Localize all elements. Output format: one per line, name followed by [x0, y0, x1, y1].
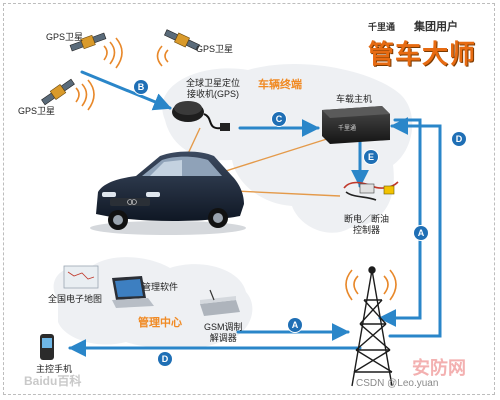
- marker-c: C: [272, 112, 286, 126]
- anfang-watermark: 安防网: [412, 358, 466, 378]
- link-a-host-to-tower: [378, 118, 422, 327]
- management-laptop: [63, 265, 154, 308]
- host-device-tag: 千里通: [338, 126, 357, 132]
- gps-satellite-3: [41, 78, 75, 106]
- vehicle-terminal-region: [162, 63, 413, 233]
- marker-d-right: D: [452, 132, 466, 146]
- gps-satellite-1: [69, 32, 107, 52]
- management-software-label: 管理软件: [142, 282, 179, 292]
- baidu-watermark: Baidu百科: [24, 374, 82, 388]
- cell-tower: [351, 266, 393, 387]
- vehicle-terminal-title: 车辆终端: [258, 79, 302, 91]
- link-b-satellite-to-receiver: [80, 70, 172, 111]
- link-d-tower-to-host: [388, 117, 442, 338]
- gps-satellite-label-1: GPS卫星: [46, 32, 84, 42]
- gsm-modem-label: GSM调制 解调器: [204, 322, 243, 343]
- marker-a-bottom: A: [288, 318, 302, 332]
- marker-e: E: [364, 150, 378, 164]
- gps-receiver-device: [172, 101, 230, 131]
- gps-receiver-label: 全球卫星定位 接收机(GPS): [186, 78, 241, 99]
- gps-satellite-label-2: GPS卫星: [196, 44, 234, 54]
- brand-title: 管车大师: [368, 40, 477, 70]
- vehicle-car: [90, 151, 246, 235]
- cut-power-oil-label: 断电／断油 控制器: [344, 214, 390, 235]
- host-phone-device: [40, 334, 54, 360]
- csdn-watermark: CSDN @Leo.yuan: [356, 378, 439, 389]
- management-center-region: [53, 257, 253, 349]
- communication-links: [68, 70, 442, 357]
- brand-subtitle: 集团用户: [414, 21, 458, 33]
- vehicle-host-device: [322, 106, 390, 144]
- gsm-modem-device: [200, 289, 240, 316]
- gps-satellite-2: [164, 29, 200, 51]
- onboard-host-label: 车载主机: [336, 94, 373, 104]
- marker-a-right: A: [414, 226, 428, 240]
- marker-b: B: [134, 80, 148, 94]
- marker-d-bottom: D: [158, 352, 172, 366]
- brand-logo-text: 千里通: [368, 22, 396, 32]
- radio-waves: [75, 37, 397, 301]
- national-map-label: 全国电子地图: [48, 294, 103, 304]
- host-phone-label: 主控手机: [36, 364, 73, 374]
- diagram-frame: [3, 3, 495, 395]
- cut-power-oil-controller-device: [343, 181, 399, 201]
- gps-satellite-label-3: GPS卫星: [18, 106, 56, 116]
- management-center-title: 管理中心: [138, 317, 182, 329]
